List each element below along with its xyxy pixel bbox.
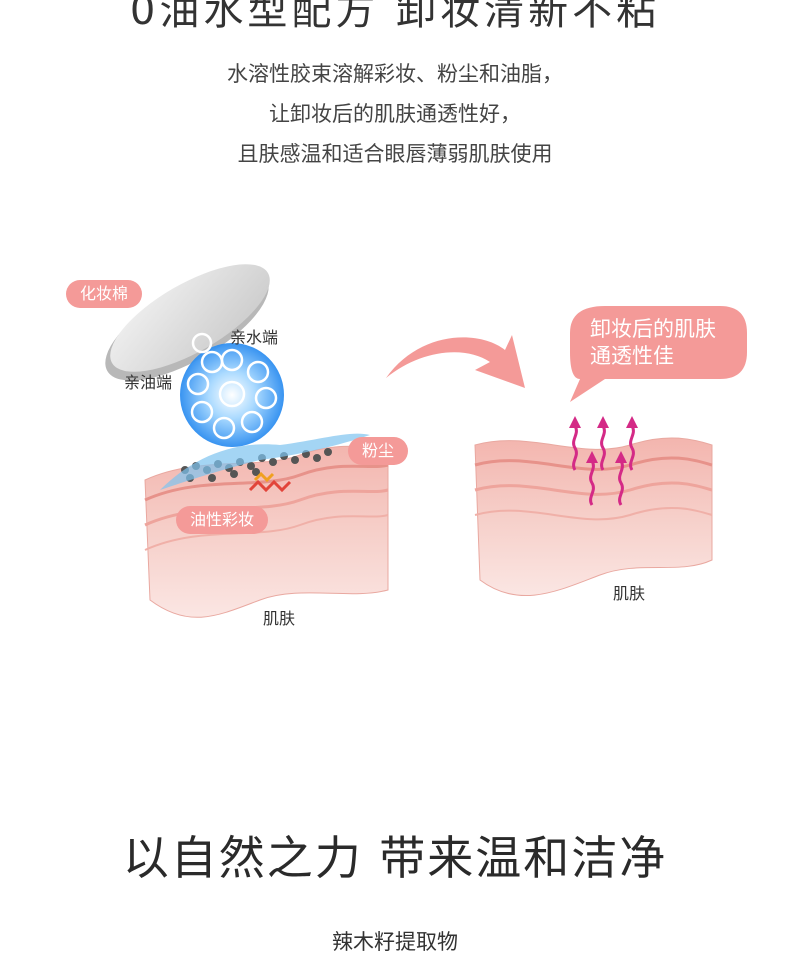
oily-makeup-label: 油性彩妆 [176, 506, 269, 534]
breathing-arrows-icon [572, 425, 635, 506]
lipophilic-label: 亲油端 [124, 373, 173, 392]
left-skin-label: 肌肤 [263, 609, 296, 628]
micelle-icon [180, 332, 284, 447]
right-skin-label: 肌肤 [613, 584, 646, 603]
arrow-icon [386, 335, 525, 388]
cotton-pad-icon [105, 264, 270, 381]
section-subheading: 辣木籽提取物 [332, 930, 458, 954]
bubble-line-2: 通透性佳 [590, 344, 674, 368]
cotton-pad-label: 化妆棉 [66, 280, 143, 308]
right-skin-block [474, 437, 713, 596]
section-heading: 以自然之力 带来温和洁净 [122, 831, 668, 885]
hydrophilic-label: 亲水端 [230, 328, 279, 347]
description-line-3: 且肤感温和适合眼唇薄弱肌肤使用 [237, 142, 553, 166]
top-title: 0油水型配方 卸妆清新不粘 [129, 0, 661, 34]
left-skin-block [144, 433, 389, 618]
dust-label: 粉尘 [348, 437, 409, 465]
bubble-text: 卸妆后的肌肤 通透性佳 [590, 316, 716, 370]
speech-bubble [570, 306, 747, 402]
description-line-2: 让卸妆后的肌肤通透性好， [269, 102, 521, 126]
description-line-1: 水溶性胶束溶解彩妆、粉尘和油脂， [227, 62, 563, 86]
bubble-line-1: 卸妆后的肌肤 [590, 317, 716, 341]
